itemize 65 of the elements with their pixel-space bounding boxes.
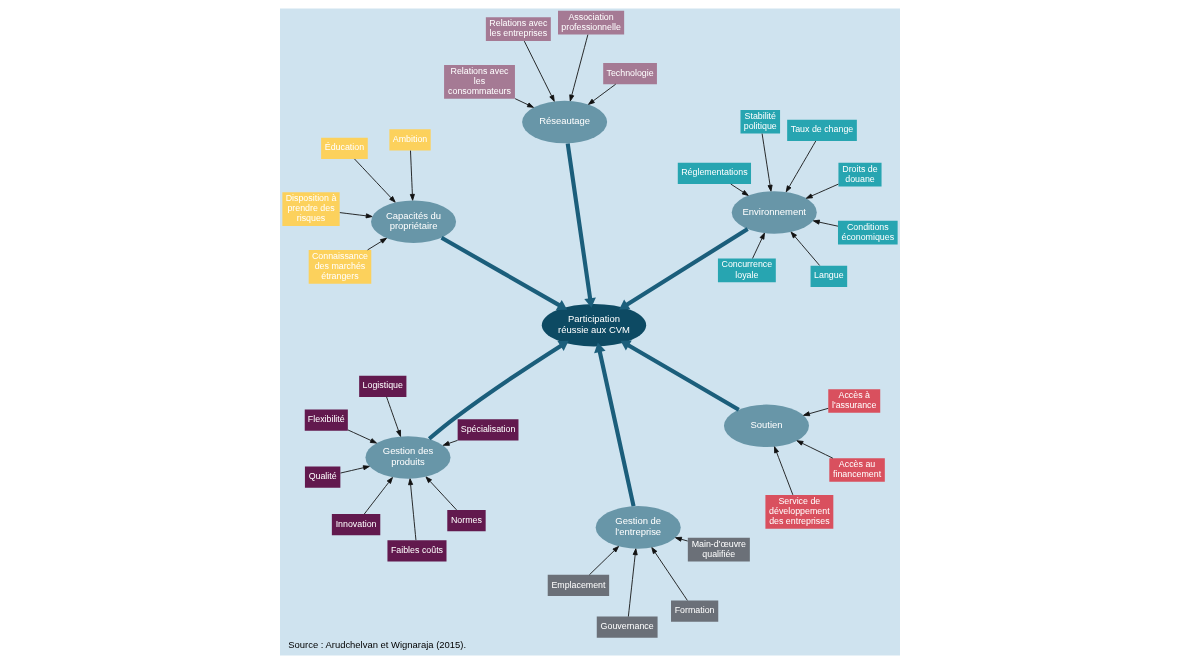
arrow	[347, 429, 377, 444]
arrow	[650, 547, 688, 601]
arrow	[785, 140, 816, 193]
arrow	[363, 477, 393, 515]
node-box: Service de développement des entreprises	[764, 495, 833, 529]
node-box: Normes	[446, 510, 486, 532]
arrow	[620, 340, 740, 412]
arrow	[593, 342, 636, 507]
arrow	[802, 407, 829, 417]
arrow	[761, 133, 773, 192]
arrow	[425, 476, 457, 511]
node-box: Accès à l'assurance	[827, 389, 880, 413]
arrow	[618, 227, 749, 310]
node-box: Ambition	[388, 129, 431, 151]
node-box: Langue	[810, 265, 847, 287]
arrow	[674, 536, 688, 542]
node-box: Association professionnelle	[557, 10, 624, 35]
node-box: Logistique	[358, 375, 406, 397]
node-box: Formation	[670, 600, 718, 622]
node-box: Emplacement	[547, 574, 609, 597]
arrow	[805, 183, 839, 199]
node-box: Innovation	[331, 514, 380, 536]
arrow	[627, 548, 638, 617]
arrow	[442, 439, 458, 446]
node-ellipse: Participation réussie aux CVM	[541, 303, 646, 347]
node-box: Qualité	[304, 466, 340, 488]
node-box: Connaissance des marchés étrangers	[308, 250, 371, 284]
node-box: Relations avec les consommateurs	[443, 64, 515, 99]
node-box: Réglementations	[677, 162, 751, 184]
arrow	[790, 231, 820, 266]
arrow	[366, 237, 387, 251]
arrow	[514, 98, 534, 108]
arrow	[353, 158, 396, 203]
arrow	[796, 440, 833, 459]
arrow	[407, 478, 416, 541]
node-box: Faibles coûts	[386, 540, 446, 562]
arrow	[385, 396, 401, 437]
arrow	[729, 183, 749, 196]
node-box: Disposition à prendre des risques	[281, 192, 340, 226]
node-box: Technologie	[602, 62, 657, 85]
node-box: Concurrence loyale	[717, 258, 776, 283]
node-box: Gouvernance	[596, 616, 658, 638]
node-box: Relations avec les entreprises	[485, 17, 551, 41]
node-box: Conditions économiques	[837, 220, 898, 245]
node-box: Éducation	[320, 137, 368, 159]
node-box: Droits de douane	[837, 162, 882, 187]
arrow	[587, 83, 616, 105]
arrow	[523, 40, 555, 102]
arrow	[568, 34, 588, 102]
node-box: Accès au financement	[828, 458, 885, 482]
arrow	[812, 219, 838, 227]
arrow	[338, 212, 373, 219]
arrow	[751, 232, 765, 259]
arrow	[339, 465, 370, 474]
arrow	[440, 235, 567, 311]
node-box: Stabilité politique	[740, 109, 780, 134]
node-box: Spécialisation	[457, 419, 518, 441]
node-box: Flexibilité	[304, 409, 348, 431]
arrow	[773, 446, 793, 496]
node-box: Main-d'œuvre qualifiée	[687, 537, 750, 562]
arrow	[565, 143, 596, 308]
node-box: Taux de change	[786, 119, 857, 141]
caption: Source : Arudchelvan et Wignaraja (2015).	[287, 638, 466, 650]
arrow	[588, 545, 619, 576]
arrow	[409, 150, 415, 201]
